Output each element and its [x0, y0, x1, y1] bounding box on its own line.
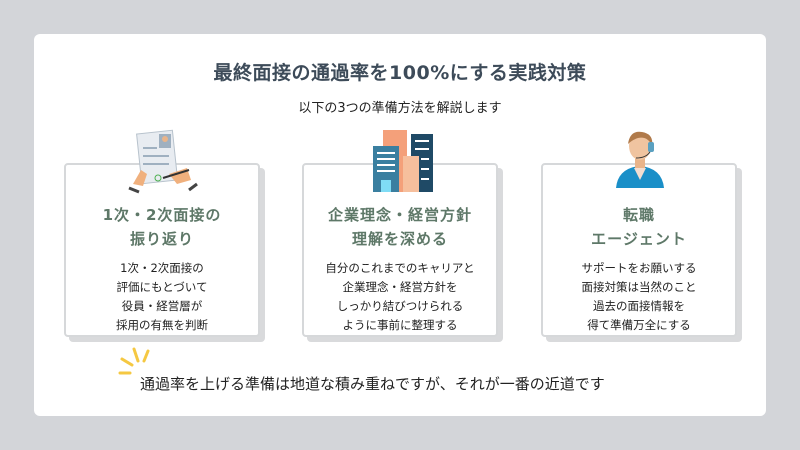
footer-message: 通過率を上げる準備は地道な積み重ねですが、それが一番の近道です [140, 375, 605, 393]
page-subtitle: 以下の3つの準備方法を解説します [298, 101, 502, 116]
sparkle-accent-icon [118, 347, 150, 375]
card-body: 自分のこれまでのキャリアと企業理念・経営方針をしっかり結びつけられるように事前に… [325, 261, 475, 332]
office-buildings-icon [373, 130, 433, 192]
card-career-agent: 転職エージェント サポートをお願いする面接対策は当然のこと過去の面接情報を得て準… [541, 163, 737, 337]
resume-signing-icon [128, 129, 198, 194]
card-body: サポートをお願いする面接対策は当然のこと過去の面接情報を得て準備万全にする [581, 261, 697, 332]
page-title: 最終面接の通過率を100%にする実践対策 [213, 62, 587, 84]
card-interview-review: 1次・2次面接の振り返り 1次・2次面接の評価にもとづいて役員・経営層が採用の有… [64, 163, 260, 337]
card-heading: 1次・2次面接の振り返り [102, 206, 222, 248]
card-heading: 転職エージェント [591, 206, 687, 248]
card-heading: 企業理念・経営方針理解を深める [327, 206, 472, 248]
headset-agent-icon [616, 131, 664, 188]
card-body: 1次・2次面接の評価にもとづいて役員・経営層が採用の有無を判断 [116, 261, 208, 332]
card-company-philosophy: 企業理念・経営方針理解を深める 自分のこれまでのキャリアと企業理念・経営方針をし… [302, 163, 498, 337]
